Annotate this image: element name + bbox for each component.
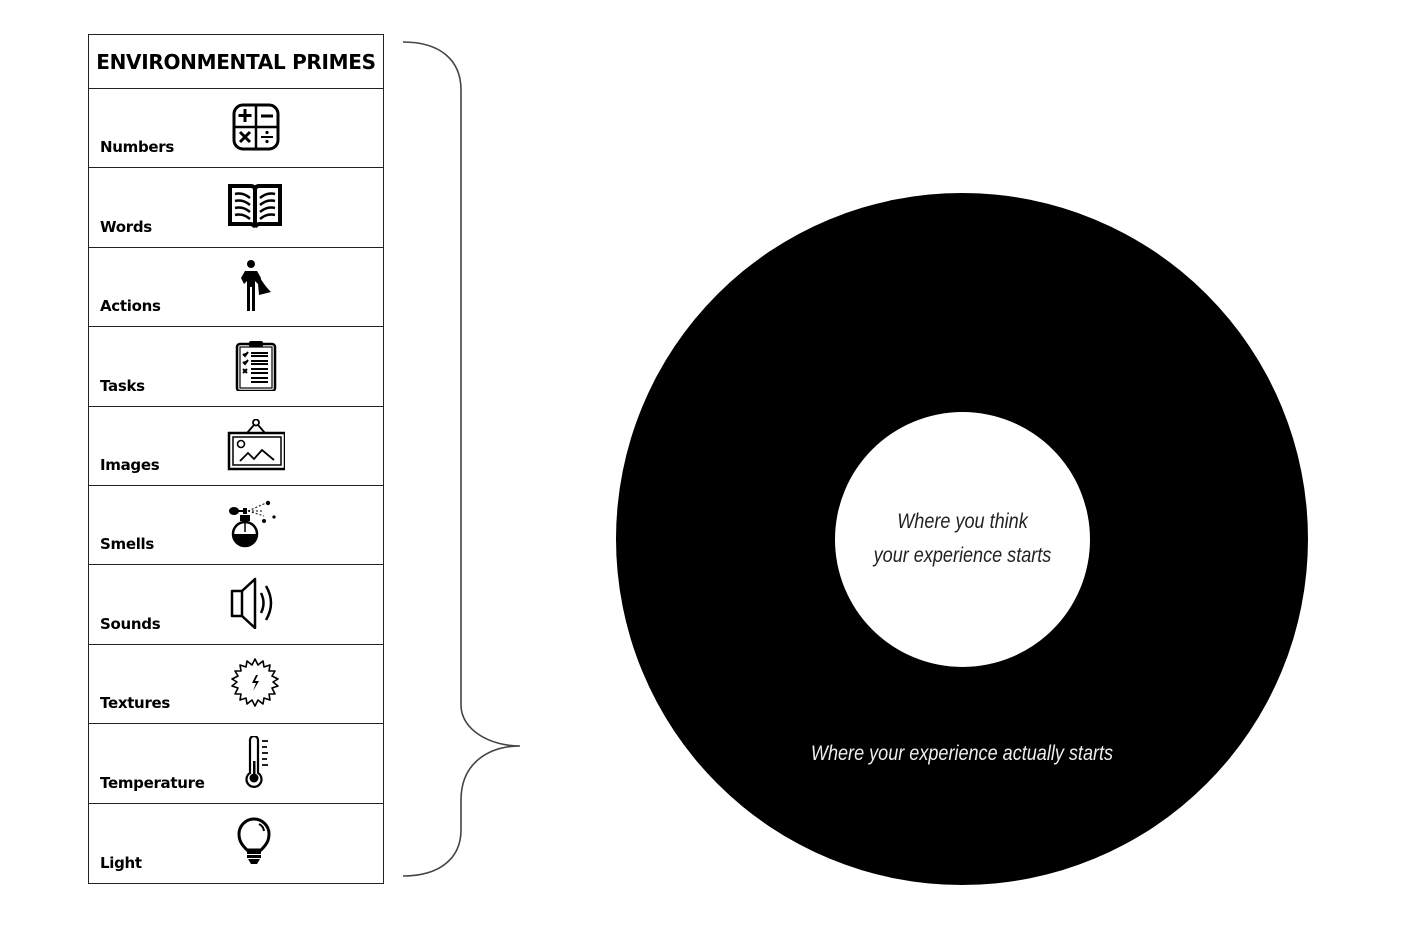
table-row-textures: Textures bbox=[89, 645, 383, 725]
row-label: Textures bbox=[100, 694, 171, 713]
row-label: Temperature bbox=[100, 773, 205, 792]
row-label: Images bbox=[100, 455, 160, 474]
inner-label-line1: Where you think bbox=[897, 510, 1028, 533]
speaker-icon bbox=[225, 577, 285, 630]
inner-label-line2: your experience starts bbox=[873, 544, 1052, 567]
perfume-bottle-icon bbox=[225, 498, 285, 550]
light-bulb-icon bbox=[225, 816, 285, 868]
clipboard-checklist-icon bbox=[225, 339, 285, 392]
table-row-words: Words bbox=[89, 168, 383, 248]
inner-circle-label: Where you think your experience starts bbox=[853, 505, 1072, 573]
spiky-texture-icon bbox=[225, 657, 285, 709]
inner-experience-circle bbox=[835, 412, 1090, 667]
row-label: Tasks bbox=[100, 376, 145, 395]
open-book-icon bbox=[225, 180, 285, 232]
outer-circle-label: Where your experience actually starts bbox=[810, 742, 1114, 765]
table-row-actions: Actions bbox=[89, 248, 383, 328]
calculator-icon bbox=[225, 101, 285, 153]
row-label: Light bbox=[100, 853, 142, 872]
row-label: Numbers bbox=[100, 138, 174, 157]
superhero-icon bbox=[225, 259, 285, 312]
table-row-tasks: Tasks bbox=[89, 327, 383, 407]
table-header: ENVIRONMENTAL PRIMES bbox=[89, 35, 383, 89]
table-row-sounds: Sounds bbox=[89, 565, 383, 645]
table-row-temperature: Temperature bbox=[89, 724, 383, 804]
row-label: Smells bbox=[100, 535, 155, 554]
row-label: Actions bbox=[100, 297, 161, 316]
table-row-images: Images bbox=[89, 407, 383, 486]
table-row-smells: Smells bbox=[89, 486, 383, 566]
framed-picture-icon bbox=[225, 418, 285, 471]
table-title: ENVIRONMENTAL PRIMES bbox=[96, 49, 376, 74]
environmental-primes-table: ENVIRONMENTAL PRIMES Numbers Words Actio… bbox=[88, 34, 384, 884]
table-row-light: Light bbox=[89, 804, 383, 883]
table-row-numbers: Numbers bbox=[89, 89, 383, 169]
row-label: Sounds bbox=[100, 614, 161, 633]
curly-brace bbox=[402, 41, 521, 877]
thermometer-icon bbox=[225, 736, 285, 788]
row-label: Words bbox=[100, 217, 152, 236]
